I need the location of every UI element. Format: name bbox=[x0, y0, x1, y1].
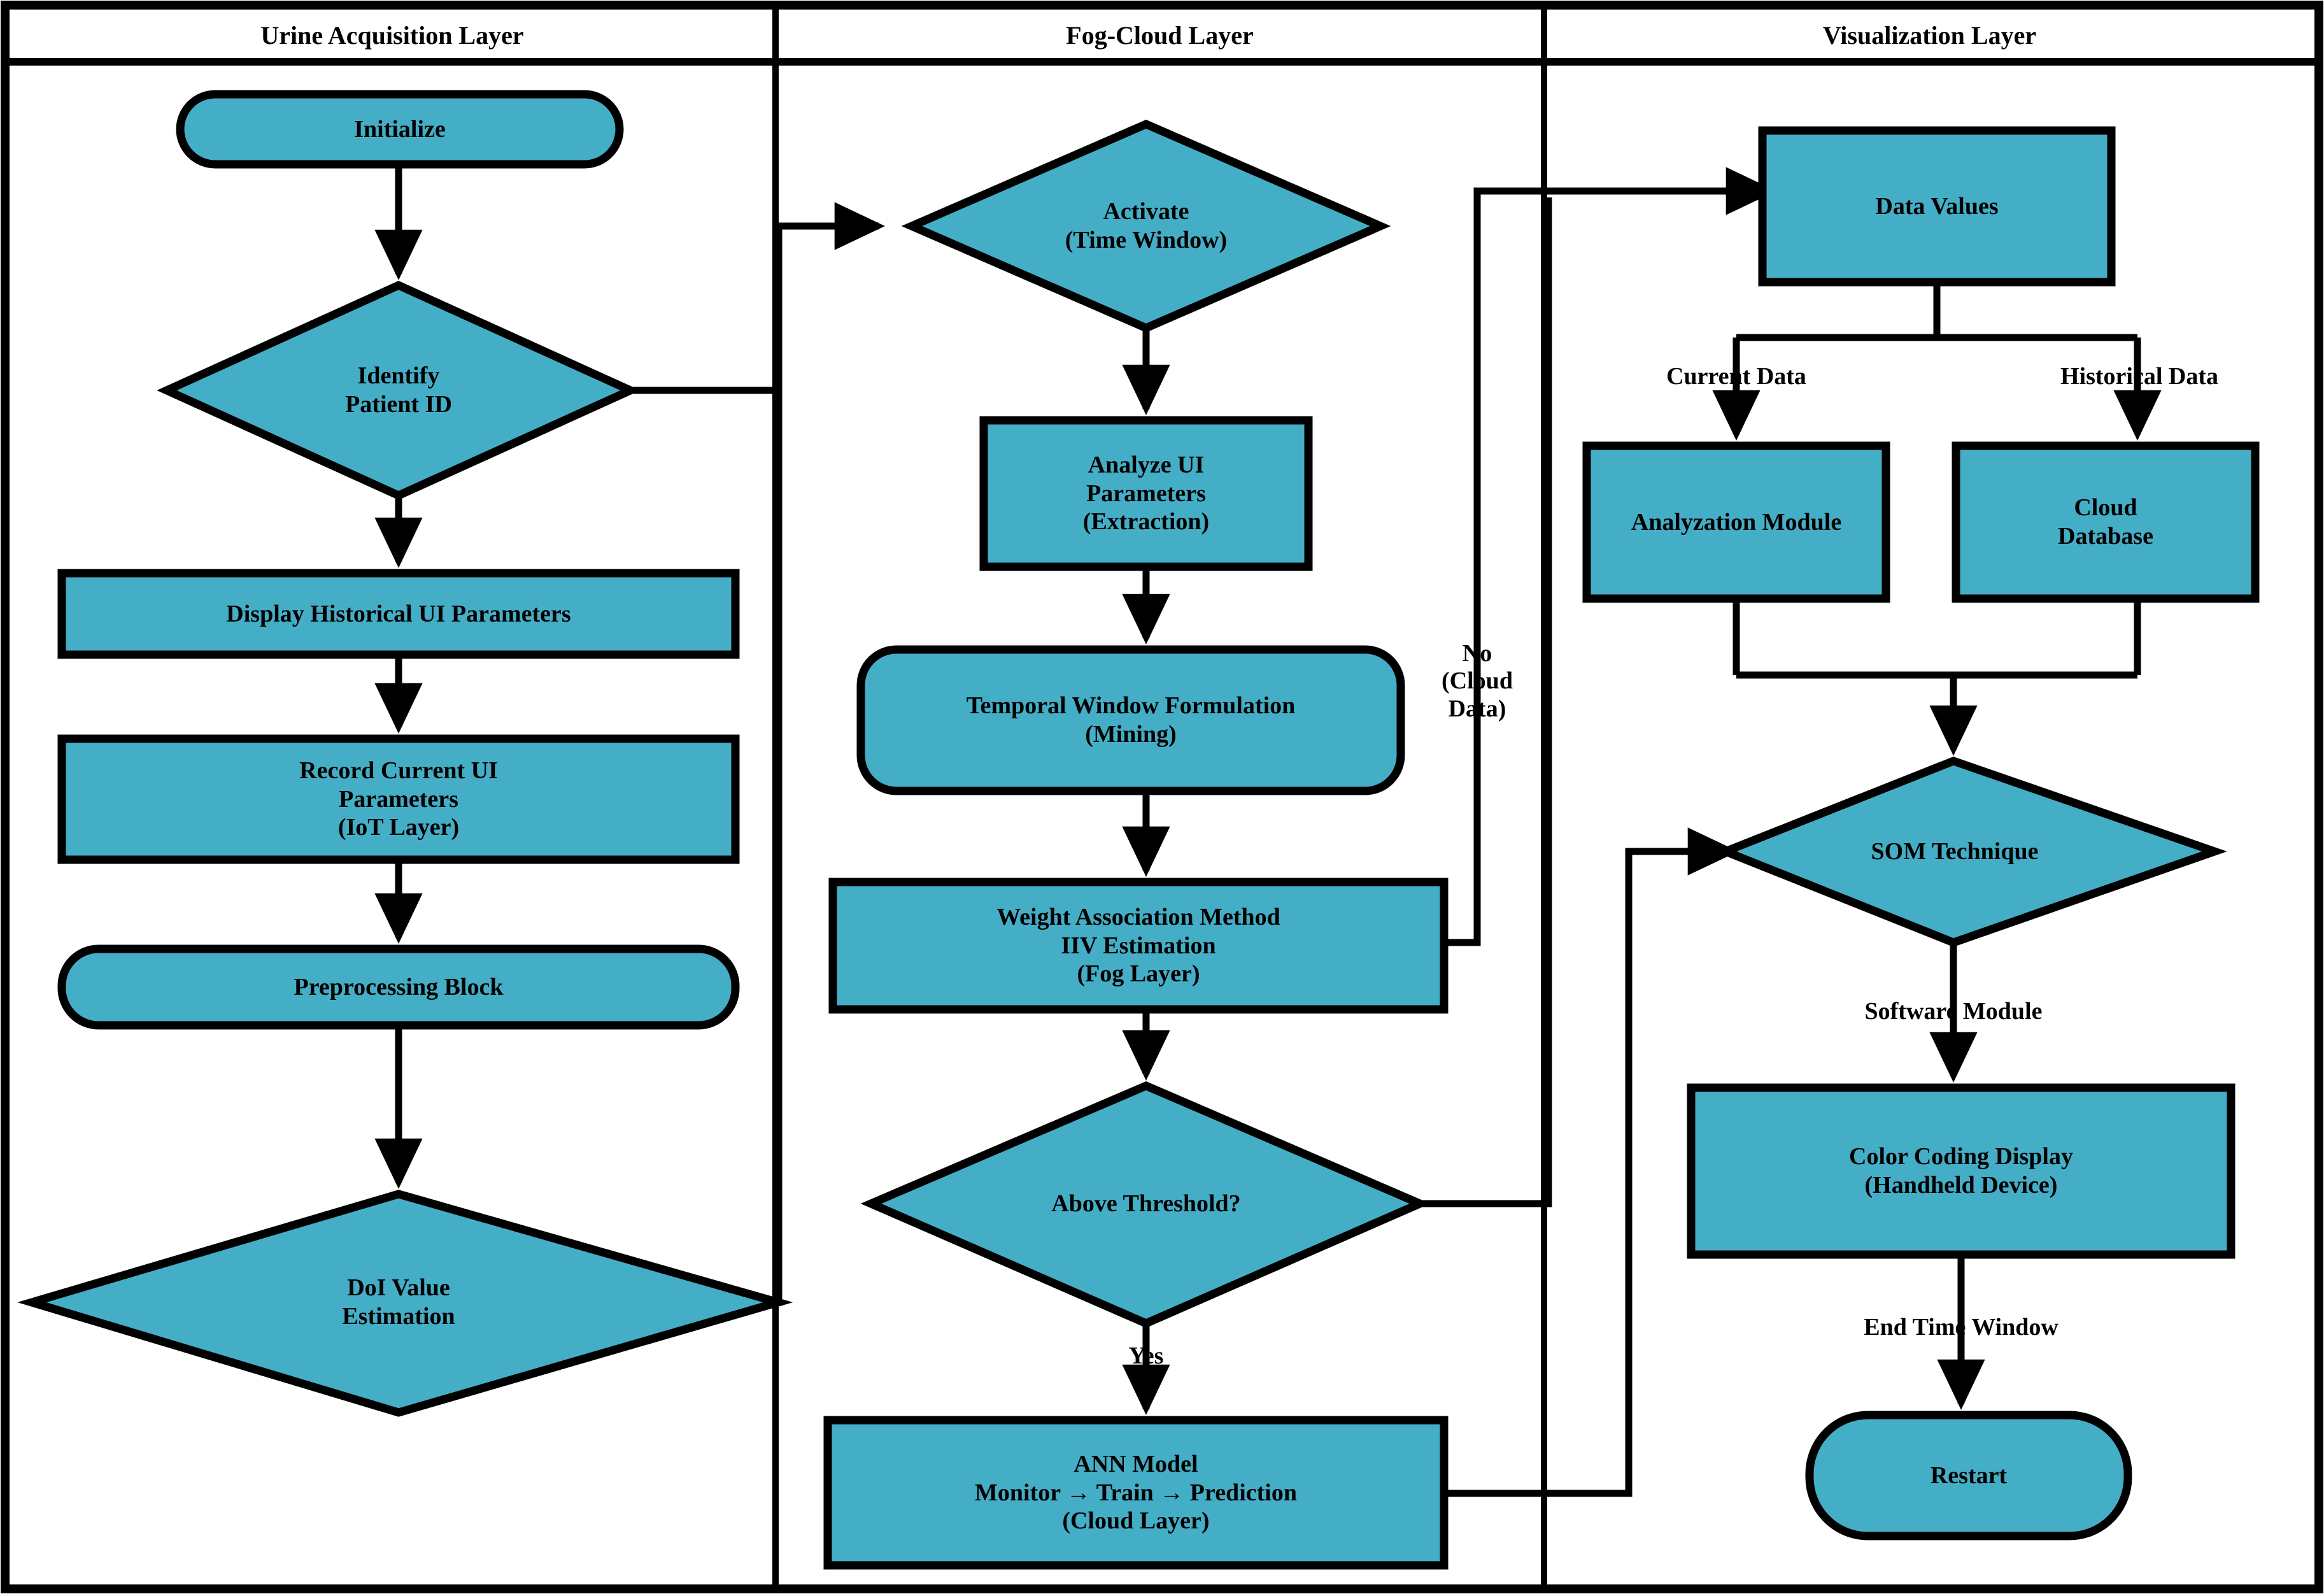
edge-above-threshold-no bbox=[1420, 197, 1552, 1207]
edges-lane-vis bbox=[1712, 282, 2162, 1410]
node-above-threshold-shape bbox=[860, 1081, 1431, 1328]
node-initialize-shape bbox=[176, 90, 624, 169]
edge-label-current-data: Current Data bbox=[1666, 363, 1806, 390]
edge-label-yes: Yes bbox=[1128, 1342, 1164, 1370]
node-preprocessing-shape bbox=[57, 944, 740, 1030]
edge-identify-to-activate bbox=[630, 202, 885, 394]
edge-ann-to-som bbox=[1444, 827, 1738, 1497]
edge-label-software-module: Software Module bbox=[1864, 998, 2043, 1025]
node-display-historical-shape bbox=[57, 569, 740, 659]
edge-doi-to-activate-trunk bbox=[775, 390, 783, 1306]
node-record-current-shape bbox=[57, 734, 740, 864]
node-analyze-ui-shape bbox=[979, 416, 1313, 571]
lane-title-visualization: Visualization Layer bbox=[1822, 21, 2037, 50]
node-som-technique-shape bbox=[1714, 757, 2227, 947]
lane-title-urine: Urine Acquisition Layer bbox=[260, 21, 524, 50]
node-analyzation-module-shape bbox=[1582, 441, 1890, 603]
node-activate-shape bbox=[901, 119, 1391, 333]
node-ann-model-shape bbox=[823, 1416, 1449, 1570]
node-doi-value-shape bbox=[17, 1190, 793, 1417]
node-identify-patient-shape bbox=[157, 280, 641, 501]
lane-title-fog: Fog-Cloud Layer bbox=[1066, 21, 1254, 50]
edge-weight-assoc-to-cloud-trunk bbox=[1444, 167, 1776, 946]
node-data-values-shape bbox=[1758, 126, 2116, 287]
node-restart-shape bbox=[1805, 1411, 2132, 1541]
edge-label-historical-data: Historical Data bbox=[2060, 363, 2218, 390]
edge-label-no-cloud-data: No (Cloud Data) bbox=[1442, 640, 1513, 722]
node-color-coding-shape bbox=[1687, 1083, 2235, 1259]
node-temporal-window-shape bbox=[856, 645, 1405, 795]
node-weight-assoc-shape bbox=[828, 878, 1449, 1014]
edge-label-end-time-window: End Time Window bbox=[1864, 1314, 2058, 1341]
node-cloud-database-shape bbox=[1952, 441, 2260, 603]
